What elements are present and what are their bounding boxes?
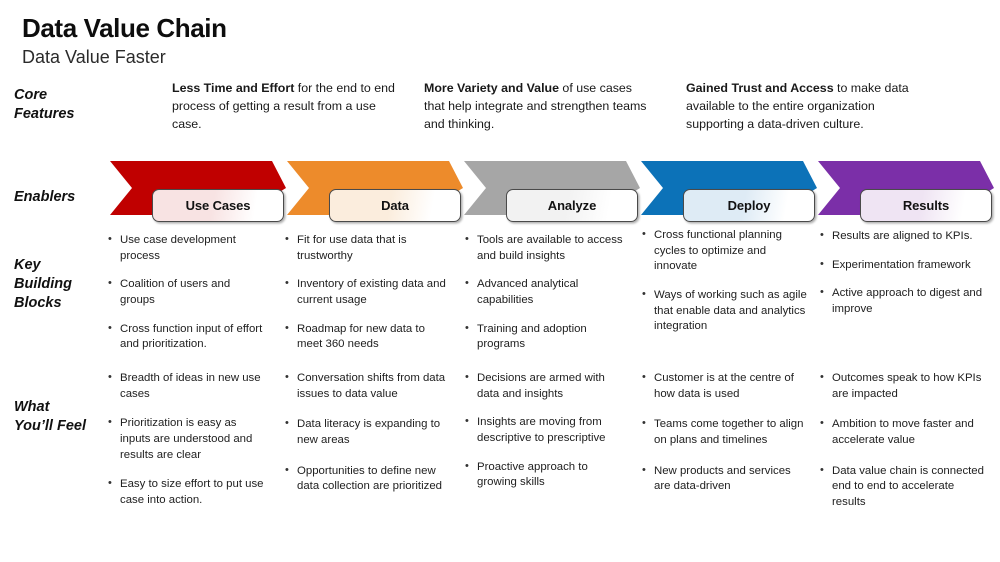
bullet-item: Inventory of existing data and current u… [283, 276, 449, 308]
key-building-blocks-column: Fit for use data that is trustworthyInve… [283, 232, 449, 366]
enabler-label-box[interactable]: Data [329, 189, 461, 222]
core-feature-text: to make data available to the entire org… [686, 81, 909, 131]
bullet-item: Customer is at the centre of how data is… [640, 370, 810, 402]
row-label-what-youll-feel: What You’ll Feel [14, 399, 86, 435]
bullet-item: Teams come together to align on plans an… [640, 416, 810, 448]
bullet-item: Insights are moving from descriptive to … [463, 414, 629, 446]
bullet-item: Roadmap for new data to meet 360 needs [283, 320, 449, 353]
page-title: Data Value Chain [22, 13, 227, 43]
enabler-deploy[interactable]: Deploy [641, 158, 817, 230]
enabler-label: Results [902, 198, 950, 213]
bullet-item: Data value chain is connected end to end… [818, 463, 990, 511]
bullet-item: Cross function input of effort and prior… [106, 320, 268, 353]
bullet-item: Use case development process [106, 232, 268, 264]
core-feature-item: More Variety and Value of use cases that… [424, 80, 656, 134]
bullet-item: Ways of working such as agile that enabl… [640, 287, 810, 335]
core-feature-item: Gained Trust and Access to make data ava… [686, 80, 932, 134]
bullet-item: Ambition to move faster and accelerate v… [818, 416, 990, 448]
bullet-item: Results are aligned to KPIs. [818, 228, 990, 245]
bullet-item: Fit for use data that is trustworthy [283, 232, 449, 264]
bullet-item: Easy to size effort to put use case into… [106, 476, 268, 508]
bullet-item: Breadth of ideas in new use cases [106, 370, 268, 402]
enablers-band: Use Cases Data Analyze Deploy Results [0, 158, 1000, 230]
what-youll-feel-column: Customer is at the centre of how data is… [640, 370, 810, 510]
enabler-label: Analyze [547, 198, 597, 213]
title-block: Data Value Chain Data Value Faster [22, 14, 227, 68]
key-building-blocks-column: Results are aligned to KPIs. Experimentat… [818, 228, 990, 331]
bullet-item: Data literacy is expanding to new areas [283, 416, 449, 448]
enabler-label-box[interactable]: Deploy [683, 189, 815, 222]
bullet-item: Active approach to digest and improve [818, 285, 990, 317]
bullet-item: Decisions are armed with data and insigh… [463, 370, 629, 402]
core-feature-lead: Gained Trust and Access [686, 81, 834, 95]
bullet-item: New products and services are data-drive… [640, 462, 810, 495]
bullet-item: Opportunities to define new data collect… [283, 462, 449, 495]
row-label-enablers: Enablers [14, 189, 76, 205]
core-feature-lead: Less Time and Effort [172, 81, 295, 95]
bullet-item: Advanced analytical capabilities [463, 276, 629, 308]
what-youll-feel-column: Conversation shifts from data issues to … [283, 370, 449, 510]
bullet-item: Training and adoption programs [463, 320, 629, 353]
core-features-row: Less Time and Effort for the end to end … [0, 80, 1000, 136]
row-label-core-features: Core Features [14, 87, 75, 123]
key-building-blocks-column: Use case development processCoalition of… [106, 232, 268, 366]
enabler-label: Deploy [727, 198, 771, 213]
enabler-label-box[interactable]: Results [860, 189, 992, 222]
core-feature-text: of use cases that help integrate and str… [424, 81, 647, 131]
bullet-item: Proactive approach to growing skills [463, 458, 629, 491]
what-youll-feel-column: Breadth of ideas in new use casesPriorit… [106, 370, 268, 522]
enabler-label: Data [381, 198, 409, 213]
page-subtitle: Data Value Faster [22, 46, 166, 67]
enabler-label-box[interactable]: Use Cases [152, 189, 284, 222]
bullet-item: Coalition of users and groups [106, 276, 268, 308]
key-building-blocks-column: Cross functional planning cycles to opti… [640, 227, 810, 348]
enabler-use-cases[interactable]: Use Cases [110, 158, 286, 230]
core-feature-text: for the end to end process of getting a … [172, 81, 395, 131]
core-feature-lead: More Variety and Value [424, 81, 559, 95]
what-youll-feel-column: Decisions are armed with data and insigh… [463, 370, 629, 504]
what-youll-feel-column: Outcomes speak to how KPIs are impactedA… [818, 370, 990, 525]
bullet-item: Prioritization is easy as inputs are und… [106, 415, 268, 463]
enabler-analyze[interactable]: Analyze [464, 158, 640, 230]
bullet-item: Outcomes speak to how KPIs are impacted [818, 370, 990, 402]
bullet-item: Conversation shifts from data issues to … [283, 370, 449, 402]
row-label-key-building-blocks: Key Building Blocks [14, 257, 72, 312]
bullet-item: Cross functional planning cycles to opti… [640, 227, 810, 275]
bullet-item: Experimentation framework [818, 257, 990, 274]
bullet-item: Tools are available to access and build … [463, 232, 629, 264]
enabler-label: Use Cases [185, 198, 251, 213]
key-building-blocks-column: Tools are available to access and build … [463, 232, 629, 366]
enabler-data[interactable]: Data [287, 158, 463, 230]
enabler-label-box[interactable]: Analyze [506, 189, 638, 222]
core-feature-item: Less Time and Effort for the end to end … [172, 80, 408, 134]
enabler-results[interactable]: Results [818, 158, 994, 230]
